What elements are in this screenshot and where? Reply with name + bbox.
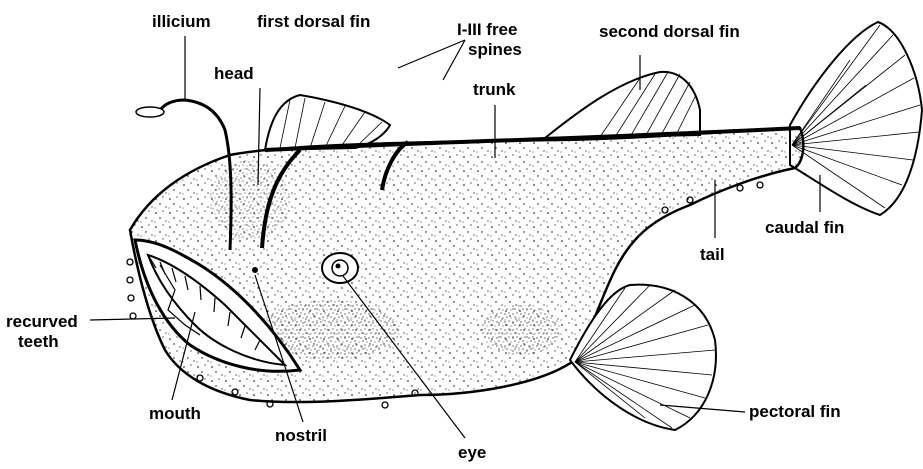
nostril-shape — [252, 267, 258, 273]
belly-shading — [480, 305, 560, 355]
label-free-spines-line1: I-III free — [457, 20, 517, 39]
label-illicium: illicium — [152, 12, 211, 31]
second-dorsal-fin-shape — [545, 72, 700, 138]
label-second-dorsal-fin: second dorsal fin — [599, 22, 740, 41]
label-eye: eye — [458, 443, 486, 462]
label-nostril: nostril — [275, 426, 327, 445]
label-mouth: mouth — [149, 404, 201, 423]
cheek-shading — [210, 160, 290, 240]
label-first-dorsal-fin: first dorsal fin — [257, 12, 370, 31]
label-head: head — [214, 64, 254, 83]
first-dorsal-fin-shape — [265, 95, 390, 150]
label-caudal-fin: caudal fin — [765, 218, 844, 237]
label-recurved-teeth-line1: recurved — [6, 312, 78, 331]
eye-shape — [322, 253, 358, 283]
leader-spines-b — [443, 40, 465, 80]
label-pectoral-fin: pectoral fin — [749, 402, 841, 421]
label-trunk: trunk — [473, 80, 516, 99]
label-tail: tail — [700, 245, 725, 264]
caudal-fin-shape — [790, 22, 922, 215]
label-free-spines-line2: spines — [468, 40, 522, 59]
leader-spines-a — [398, 40, 465, 68]
label-recurved-teeth-line2: teeth — [18, 332, 59, 351]
